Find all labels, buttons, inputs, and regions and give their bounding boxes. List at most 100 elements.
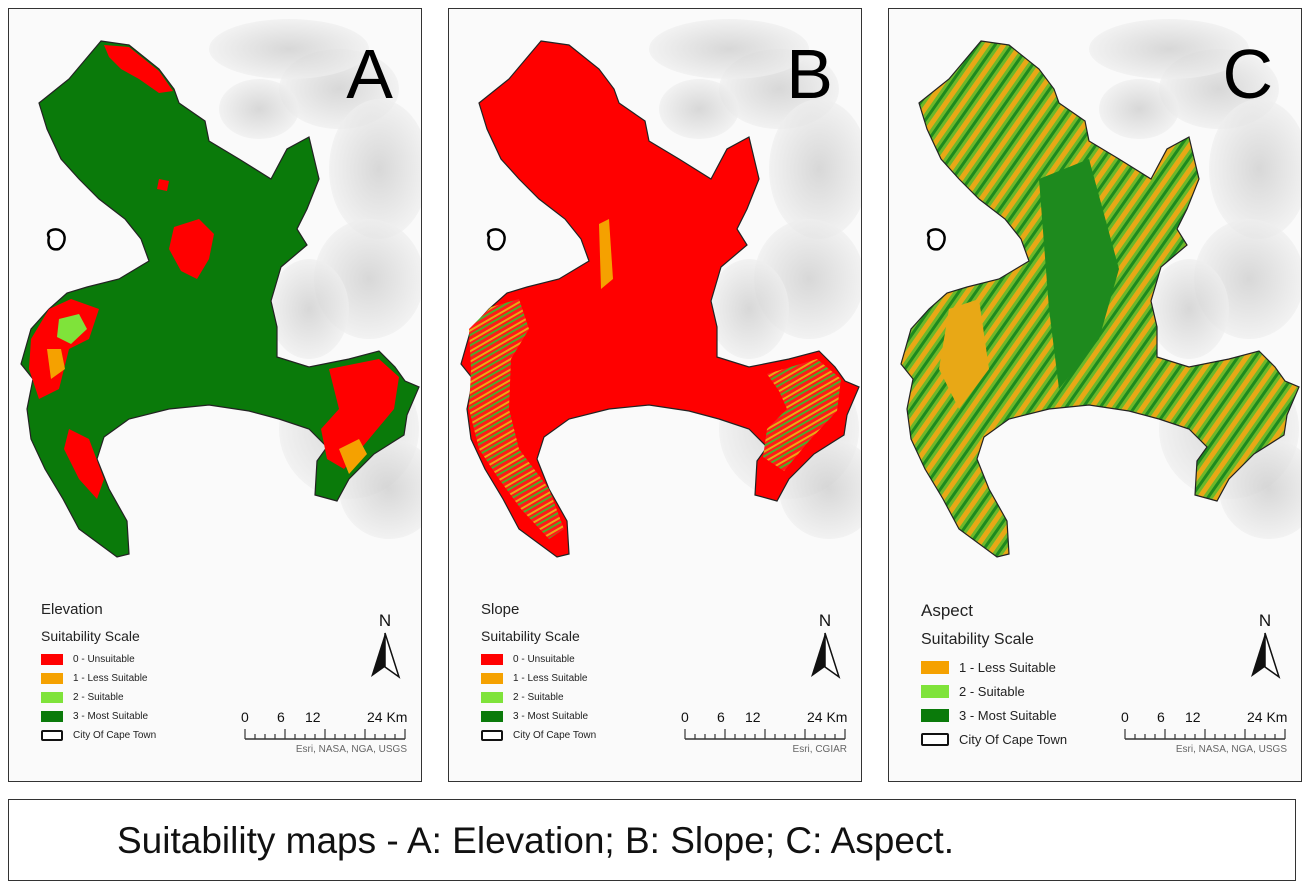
legend-subtitle: Suitability Scale [921,631,1034,648]
legend-swatch [41,711,63,722]
city-boundary-area [460,40,860,558]
north-arrow-icon [811,632,841,679]
scale-tick-label: 24 Km [367,709,408,725]
legend-swatch [41,692,63,703]
unsuitable-zone [64,429,104,499]
panel-letter: A [346,35,393,113]
north-arrow-icon [1251,632,1281,679]
mixed-slope-zone [763,359,841,471]
legend-label: 2 - Suitable [513,692,564,703]
hillshade-terrain [1099,79,1179,139]
scale-tick-label: 0 [1121,709,1129,725]
map-attribution: Esri, NASA, NGA, USGS [1175,744,1287,755]
legend-item: 1 - Less Suitable [41,669,156,688]
legend-item: 2 - Suitable [921,679,1067,703]
north-label: N [1258,611,1272,630]
legend-title: Slope [481,601,520,618]
legend-subtitle: Suitability Scale [481,628,580,644]
caption-text: Suitability maps - A: Elevation; B: Slop… [117,820,955,861]
panel-letter: C [1222,35,1273,113]
scale-tick-label: 6 [1157,709,1165,725]
legend-label: 3 - Most Suitable [959,707,1057,723]
unsuitable-zone [157,179,169,191]
map-canvas [20,19,421,558]
scale-tick-label: 12 [1185,709,1201,725]
legend-item-boundary: City Of Cape Town [41,726,156,745]
legend-item: 1 - Less Suitable [921,655,1067,679]
legend-title: Aspect [921,601,973,620]
hillshade-terrain [209,19,369,79]
legend-swatch [921,684,949,698]
legend-item-boundary: City Of Cape Town [481,726,596,745]
legend-item: 2 - Suitable [41,688,156,707]
boundary-swatch [41,730,63,741]
less-suitable-zone [599,219,613,289]
north-indicator: N [367,611,403,684]
panel-letter: B [786,35,833,113]
hillshade-terrain [329,99,421,239]
legend-label: 0 - Unsuitable [73,654,135,665]
scale-tick-label: 0 [681,709,689,725]
legend-item: 1 - Less Suitable [481,669,596,688]
scale-tick-label: 12 [305,709,321,725]
most-suitable-zone [1039,159,1119,389]
legend-label: 3 - Most Suitable [513,711,589,722]
less-suitable-zone [47,349,65,379]
hillshade-terrain [269,259,349,359]
legend-swatch [481,711,503,722]
hillshade-terrain [769,99,861,239]
legend-subtitle: Suitability Scale [41,628,140,644]
legend-item-boundary: City Of Cape Town [921,727,1067,751]
scale-bar [1124,729,1286,740]
map-canvas [900,19,1301,558]
less-suitable-zone [939,299,989,409]
scale-bar [244,729,406,740]
legend-label: 2 - Suitable [959,683,1025,699]
map-attribution: Esri, NASA, NGA, USGS [295,744,407,755]
legend-title: Elevation [41,601,103,618]
legend-label: 1 - Less Suitable [73,673,148,684]
legend-item: 3 - Most Suitable [921,703,1067,727]
unsuitable-zone [321,359,399,469]
legend-swatch [921,708,949,722]
north-label: N [818,611,832,630]
legend-label: City Of Cape Town [513,730,597,741]
robben-island-outline [486,228,506,251]
hillshade-terrain [649,19,809,79]
unsuitable-zone [104,45,173,93]
hillshade-terrain [1089,19,1249,79]
legend-label: 0 - Unsuitable [513,654,575,665]
scale-tick-label: 6 [717,709,725,725]
robben-island-outline [926,228,946,251]
robben-island-outline [46,228,66,251]
legend-label: 1 - Less Suitable [959,659,1056,675]
legend-label: 1 - Less Suitable [513,673,588,684]
suitable-zone [57,314,87,344]
figure-caption: Suitability maps - A: Elevation; B: Slop… [8,799,1296,881]
mixed-slope-zone [469,299,564,539]
map-attribution: Esri, CGIAR [792,744,847,755]
less-suitable-zone [339,439,367,474]
legend-swatch [921,660,949,674]
city-boundary-area [20,40,420,558]
scale-bar [684,729,846,740]
legend-label: 2 - Suitable [73,692,124,703]
hillshade-terrain [1149,259,1229,359]
hillshade-terrain [219,79,299,139]
hillshade-terrain [659,79,739,139]
boundary-swatch [481,730,503,741]
scale-tick-label: 24 Km [807,709,848,725]
north-label: N [378,611,392,630]
legend-item: 3 - Most Suitable [481,707,596,726]
boundary-swatch [921,732,949,746]
hillshade-terrain [1209,99,1301,239]
